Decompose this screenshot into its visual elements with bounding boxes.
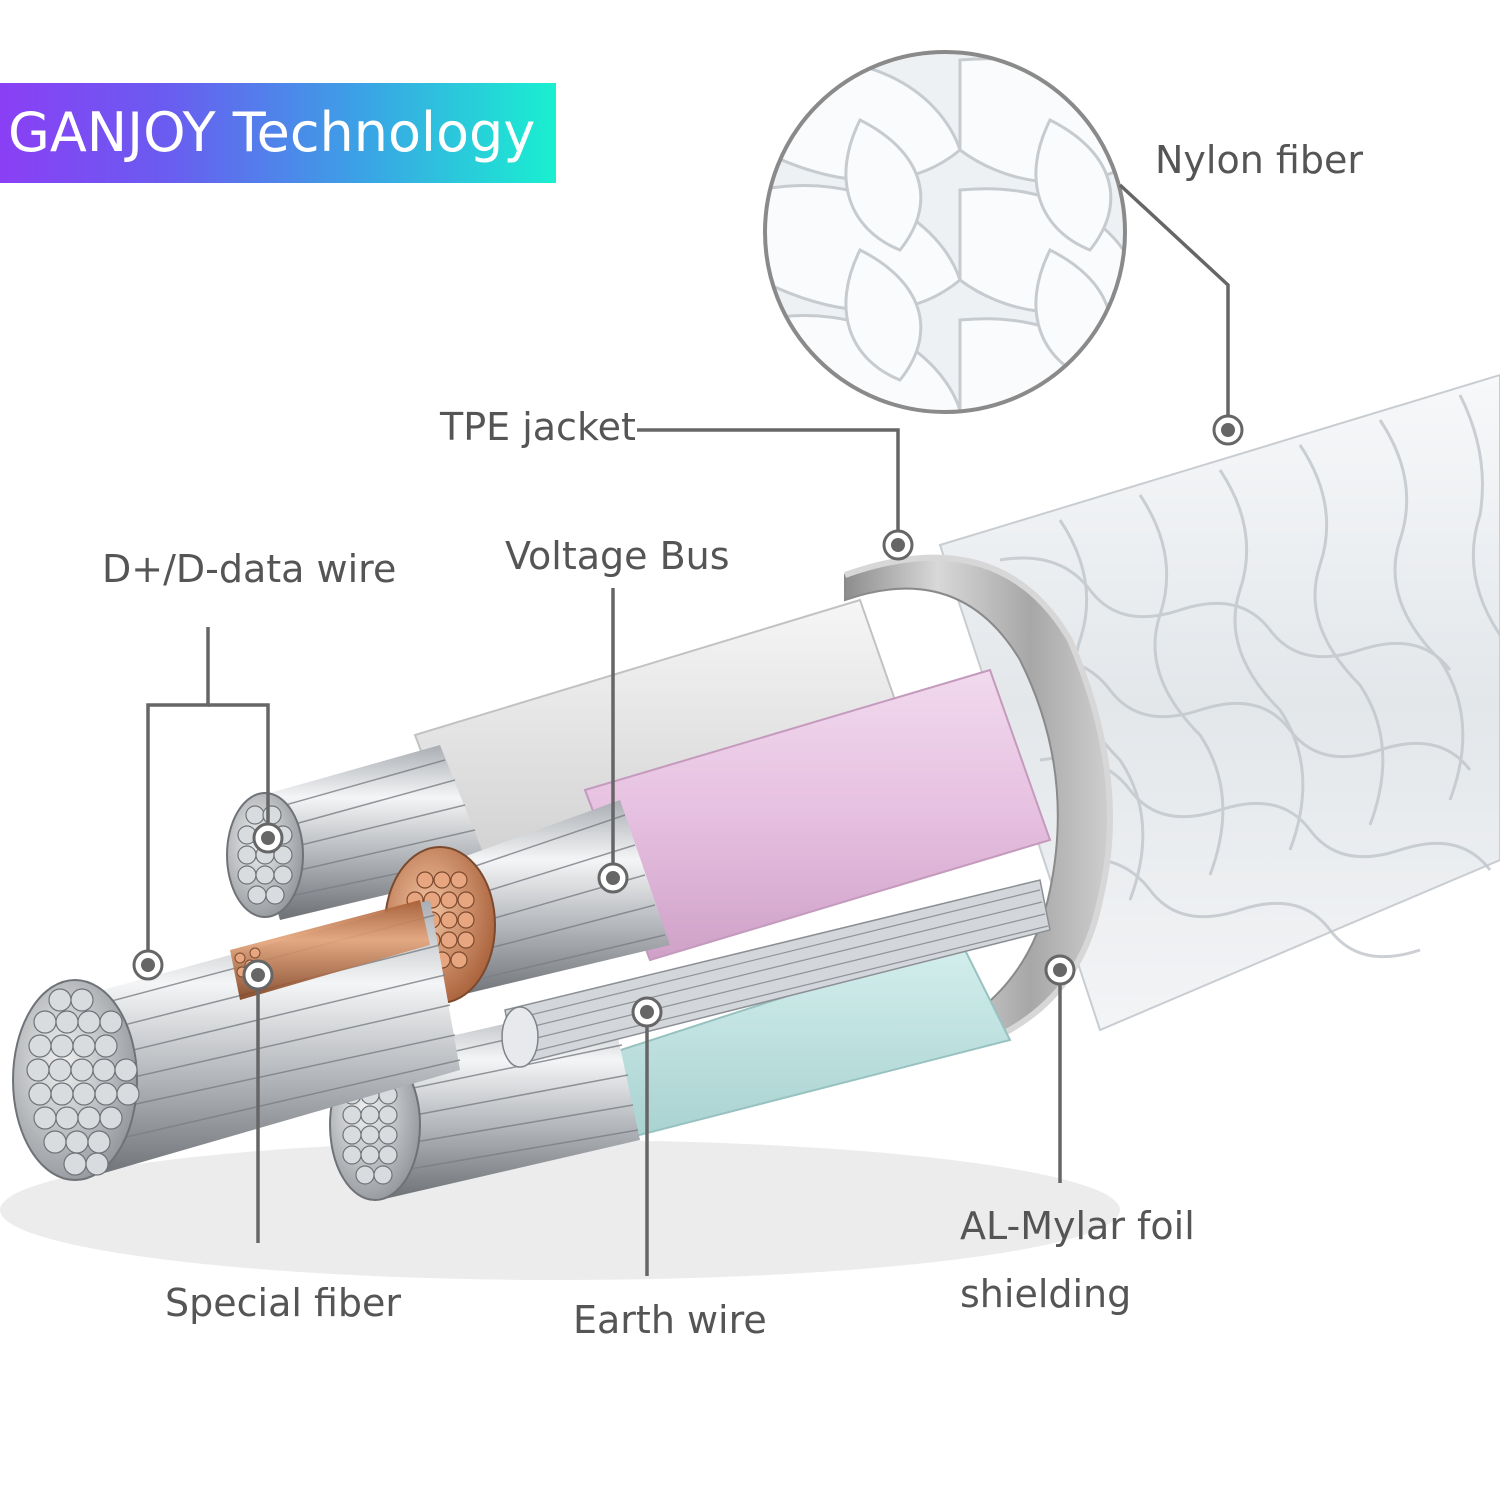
dot-foil-shielding (1044, 954, 1076, 986)
dot-voltage-bus (597, 862, 629, 894)
dot-special-fiber (242, 959, 274, 991)
label-voltage-bus: Voltage Bus (505, 534, 730, 578)
dot-nylon-fiber (1212, 414, 1244, 446)
dot-data-wire-right (252, 822, 284, 854)
label-nylon-fiber: Nylon fiber (1155, 138, 1363, 182)
callout-data-wire-right (208, 703, 270, 838)
label-data-wire: D+/D-data wire (102, 547, 397, 591)
large-conductor-bundle (12, 900, 461, 1181)
brand-banner: GANJOY Technology (0, 83, 556, 183)
callout-lines (146, 183, 1230, 1276)
callout-dots (132, 414, 1244, 1028)
dot-earth-wire (631, 996, 663, 1028)
voltage-bus-conductor (384, 668, 1052, 1004)
dot-tpe-jacket (882, 529, 914, 561)
label-special-fiber: Special fiber (165, 1281, 402, 1325)
label-tpe-jacket: TPE jacket (440, 405, 636, 449)
braid-zoom-circle (763, 50, 1127, 414)
callout-nylon-fiber (1118, 183, 1230, 430)
copper-core (230, 900, 430, 1000)
cable-shadow (0, 1140, 1120, 1280)
label-earth-wire: Earth wire (573, 1298, 767, 1342)
brand-name: GANJOY Technology (8, 101, 536, 164)
callout-data-wire-left (146, 627, 210, 963)
label-foil-shielding-line2: shielding (960, 1272, 1132, 1316)
callout-tpe-jacket (637, 428, 900, 545)
dot-data-wire-left (132, 949, 164, 981)
label-foil-shielding-line1: AL-Mylar foil (960, 1204, 1195, 1248)
